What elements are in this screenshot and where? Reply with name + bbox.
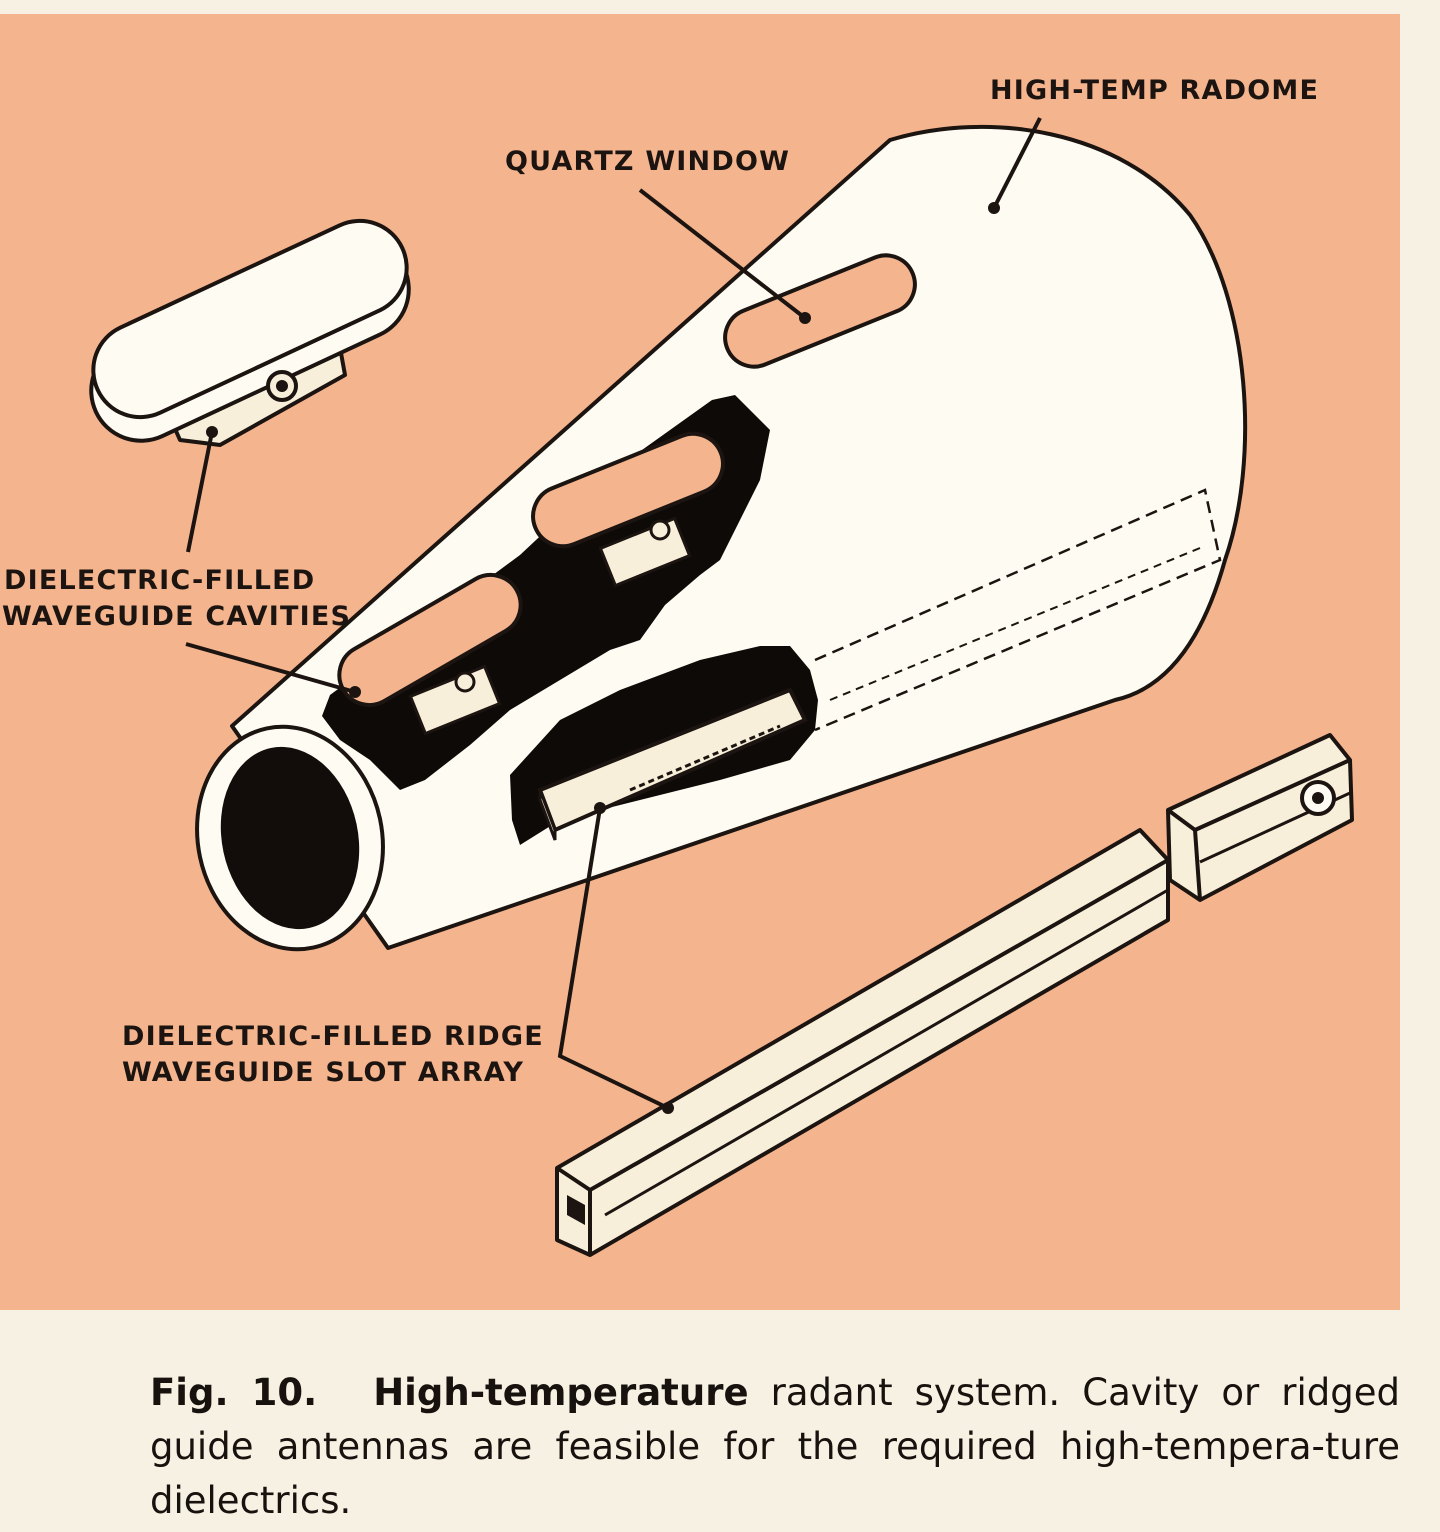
leader-lines [185, 117, 1042, 1114]
figure-caption: Fig. 10. High-temperature radant system. … [150, 1366, 1400, 1528]
label-slot-array-line1: DIELECTRIC-FILLED RIDGE [122, 1021, 544, 1052]
leader-cavity-installed [185, 642, 356, 694]
figure-number: Fig. 10. [150, 1371, 318, 1414]
leader-slot-array [557, 807, 669, 1110]
ridge-waveguide-installed [537, 488, 1222, 841]
label-slot-array-line2: WAVEGUIDE SLOT ARRAY [122, 1057, 524, 1088]
leader-quartz-window [638, 188, 807, 320]
label-high-temp-radome: HIGH-TEMP RADOME [990, 75, 1319, 106]
cavity-antenna-upper [531, 431, 725, 588]
quartz-window [723, 253, 917, 369]
separate-cavity-antenna [89, 218, 411, 447]
label-cavities-line2: WAVEGUIDE CAVITIES [2, 601, 351, 632]
caption-text: radant system. Cavity or ridged guide an… [150, 1371, 1400, 1522]
caption-bold-lead: High-temperature [373, 1371, 749, 1414]
radome-base-opening [220, 746, 360, 930]
separate-ridge-waveguide [555, 733, 1354, 1257]
label-cavities-line1: DIELECTRIC-FILLED [4, 565, 315, 596]
leader-cavity-antenna [186, 431, 214, 553]
leader-radome [992, 117, 1042, 209]
high-temp-radome [195, 124, 1248, 952]
label-quartz-window: QUARTZ WINDOW [505, 146, 790, 177]
